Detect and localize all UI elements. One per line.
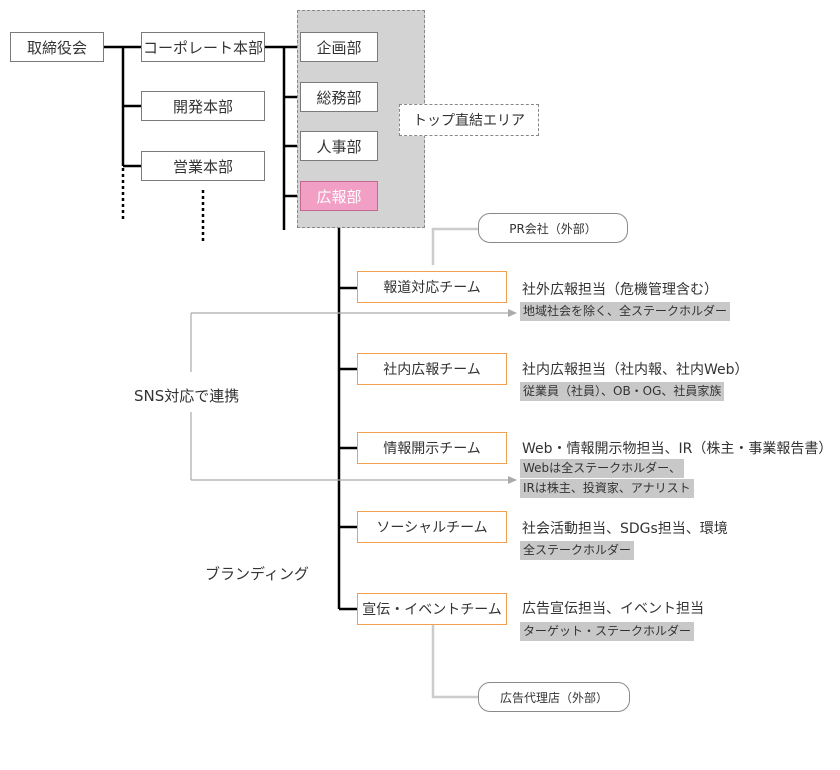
team-responsibility-disclosure: Web・情報開示物担当、IR（株主・事業報告書） [522, 441, 833, 457]
team-responsibility-press: 社外広報担当（危機管理含む） [522, 282, 718, 298]
team-audience-press: 地域社会を除く、全ステークホルダー [520, 302, 731, 321]
team-box-advertising: 宣伝・イベントチーム [357, 593, 507, 625]
planning-dept-box: 企画部 [300, 32, 378, 62]
pr-dept-box: 広報部 [300, 181, 378, 211]
team-responsibility-advertising: 広告宣伝担当、イベント担当 [522, 601, 704, 617]
team-audience-disclosure-ir: IRは株主、投資家、アナリスト [520, 479, 694, 498]
sns-arrows [190, 309, 517, 484]
hr-dept-box: 人事部 [300, 131, 378, 161]
general-affairs-dept-box: 総務部 [300, 82, 378, 112]
sns-collaboration-label: SNS対応で連携 [134, 387, 240, 405]
board-box: 取締役会 [10, 32, 104, 62]
development-hq-box: 開発本部 [141, 91, 265, 121]
team-box-internal: 社内広報チーム [357, 353, 507, 385]
team-box-social: ソーシャルチーム [357, 511, 507, 543]
team-box-disclosure: 情報開示チーム [357, 432, 507, 464]
continuation-dots [121, 168, 205, 242]
pr-firm-box: PR会社（外部） [478, 213, 628, 243]
top-direct-zone-label: トップ直結エリア [399, 104, 539, 136]
team-audience-disclosure-web: Webは全ステークホルダー、 [520, 459, 685, 478]
team-responsibility-internal: 社内広報担当（社内報、社内Web） [522, 362, 749, 378]
corporate-hq-box: コーポレート本部 [141, 32, 265, 62]
hierarchy-lines [104, 45, 357, 611]
ad-agency-box: 広告代理店（外部） [478, 682, 630, 712]
partner-lines [431, 227, 478, 699]
team-audience-advertising: ターゲット・ステークホルダー [520, 622, 695, 641]
team-box-press: 報道対応チーム [357, 271, 507, 303]
team-responsibility-social: 社会活動担当、SDGs担当、環境 [522, 521, 728, 537]
sales-hq-box: 営業本部 [141, 151, 265, 181]
branding-label: ブランディング [205, 565, 309, 583]
team-audience-social: 全ステークホルダー [520, 541, 635, 560]
team-audience-internal: 従業員（社員）、OB・OG、社員家族 [520, 382, 725, 401]
